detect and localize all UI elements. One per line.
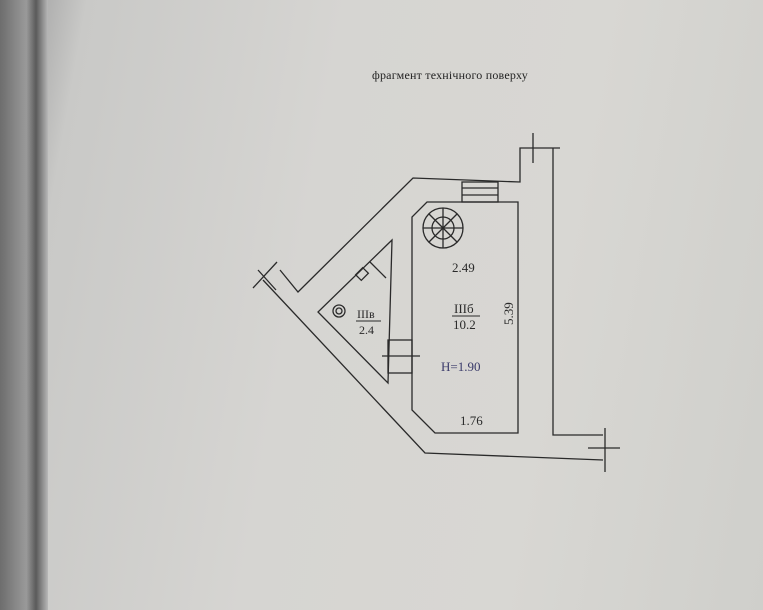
- dim-top: 2.49: [452, 260, 475, 275]
- room-iiiv-id: ІІІв: [357, 307, 375, 321]
- outer-wall-right: [552, 148, 603, 436]
- room-iiiv-area: 2.4: [359, 323, 374, 337]
- outer-wall-upper: [279, 147, 560, 293]
- plan-title: фрагмент технічного поверху: [372, 68, 528, 82]
- outer-wall-lower: [262, 279, 604, 461]
- axis-markers: [252, 133, 620, 472]
- ventilation-fan-icon: [422, 207, 464, 249]
- room-iiib-area: 10.2: [453, 317, 476, 332]
- dim-bottom: 1.76: [460, 413, 483, 428]
- stairs: [461, 181, 499, 203]
- dim-side: 5.39: [501, 302, 516, 325]
- room-iiib-id: ІІІб: [454, 301, 474, 316]
- room-iiib-outline: [411, 201, 519, 434]
- height-label: H=1.90: [441, 359, 480, 374]
- room-iiiv-outline: [317, 238, 393, 385]
- page-binding-edge: [0, 0, 48, 610]
- toilet-icon: [332, 261, 387, 318]
